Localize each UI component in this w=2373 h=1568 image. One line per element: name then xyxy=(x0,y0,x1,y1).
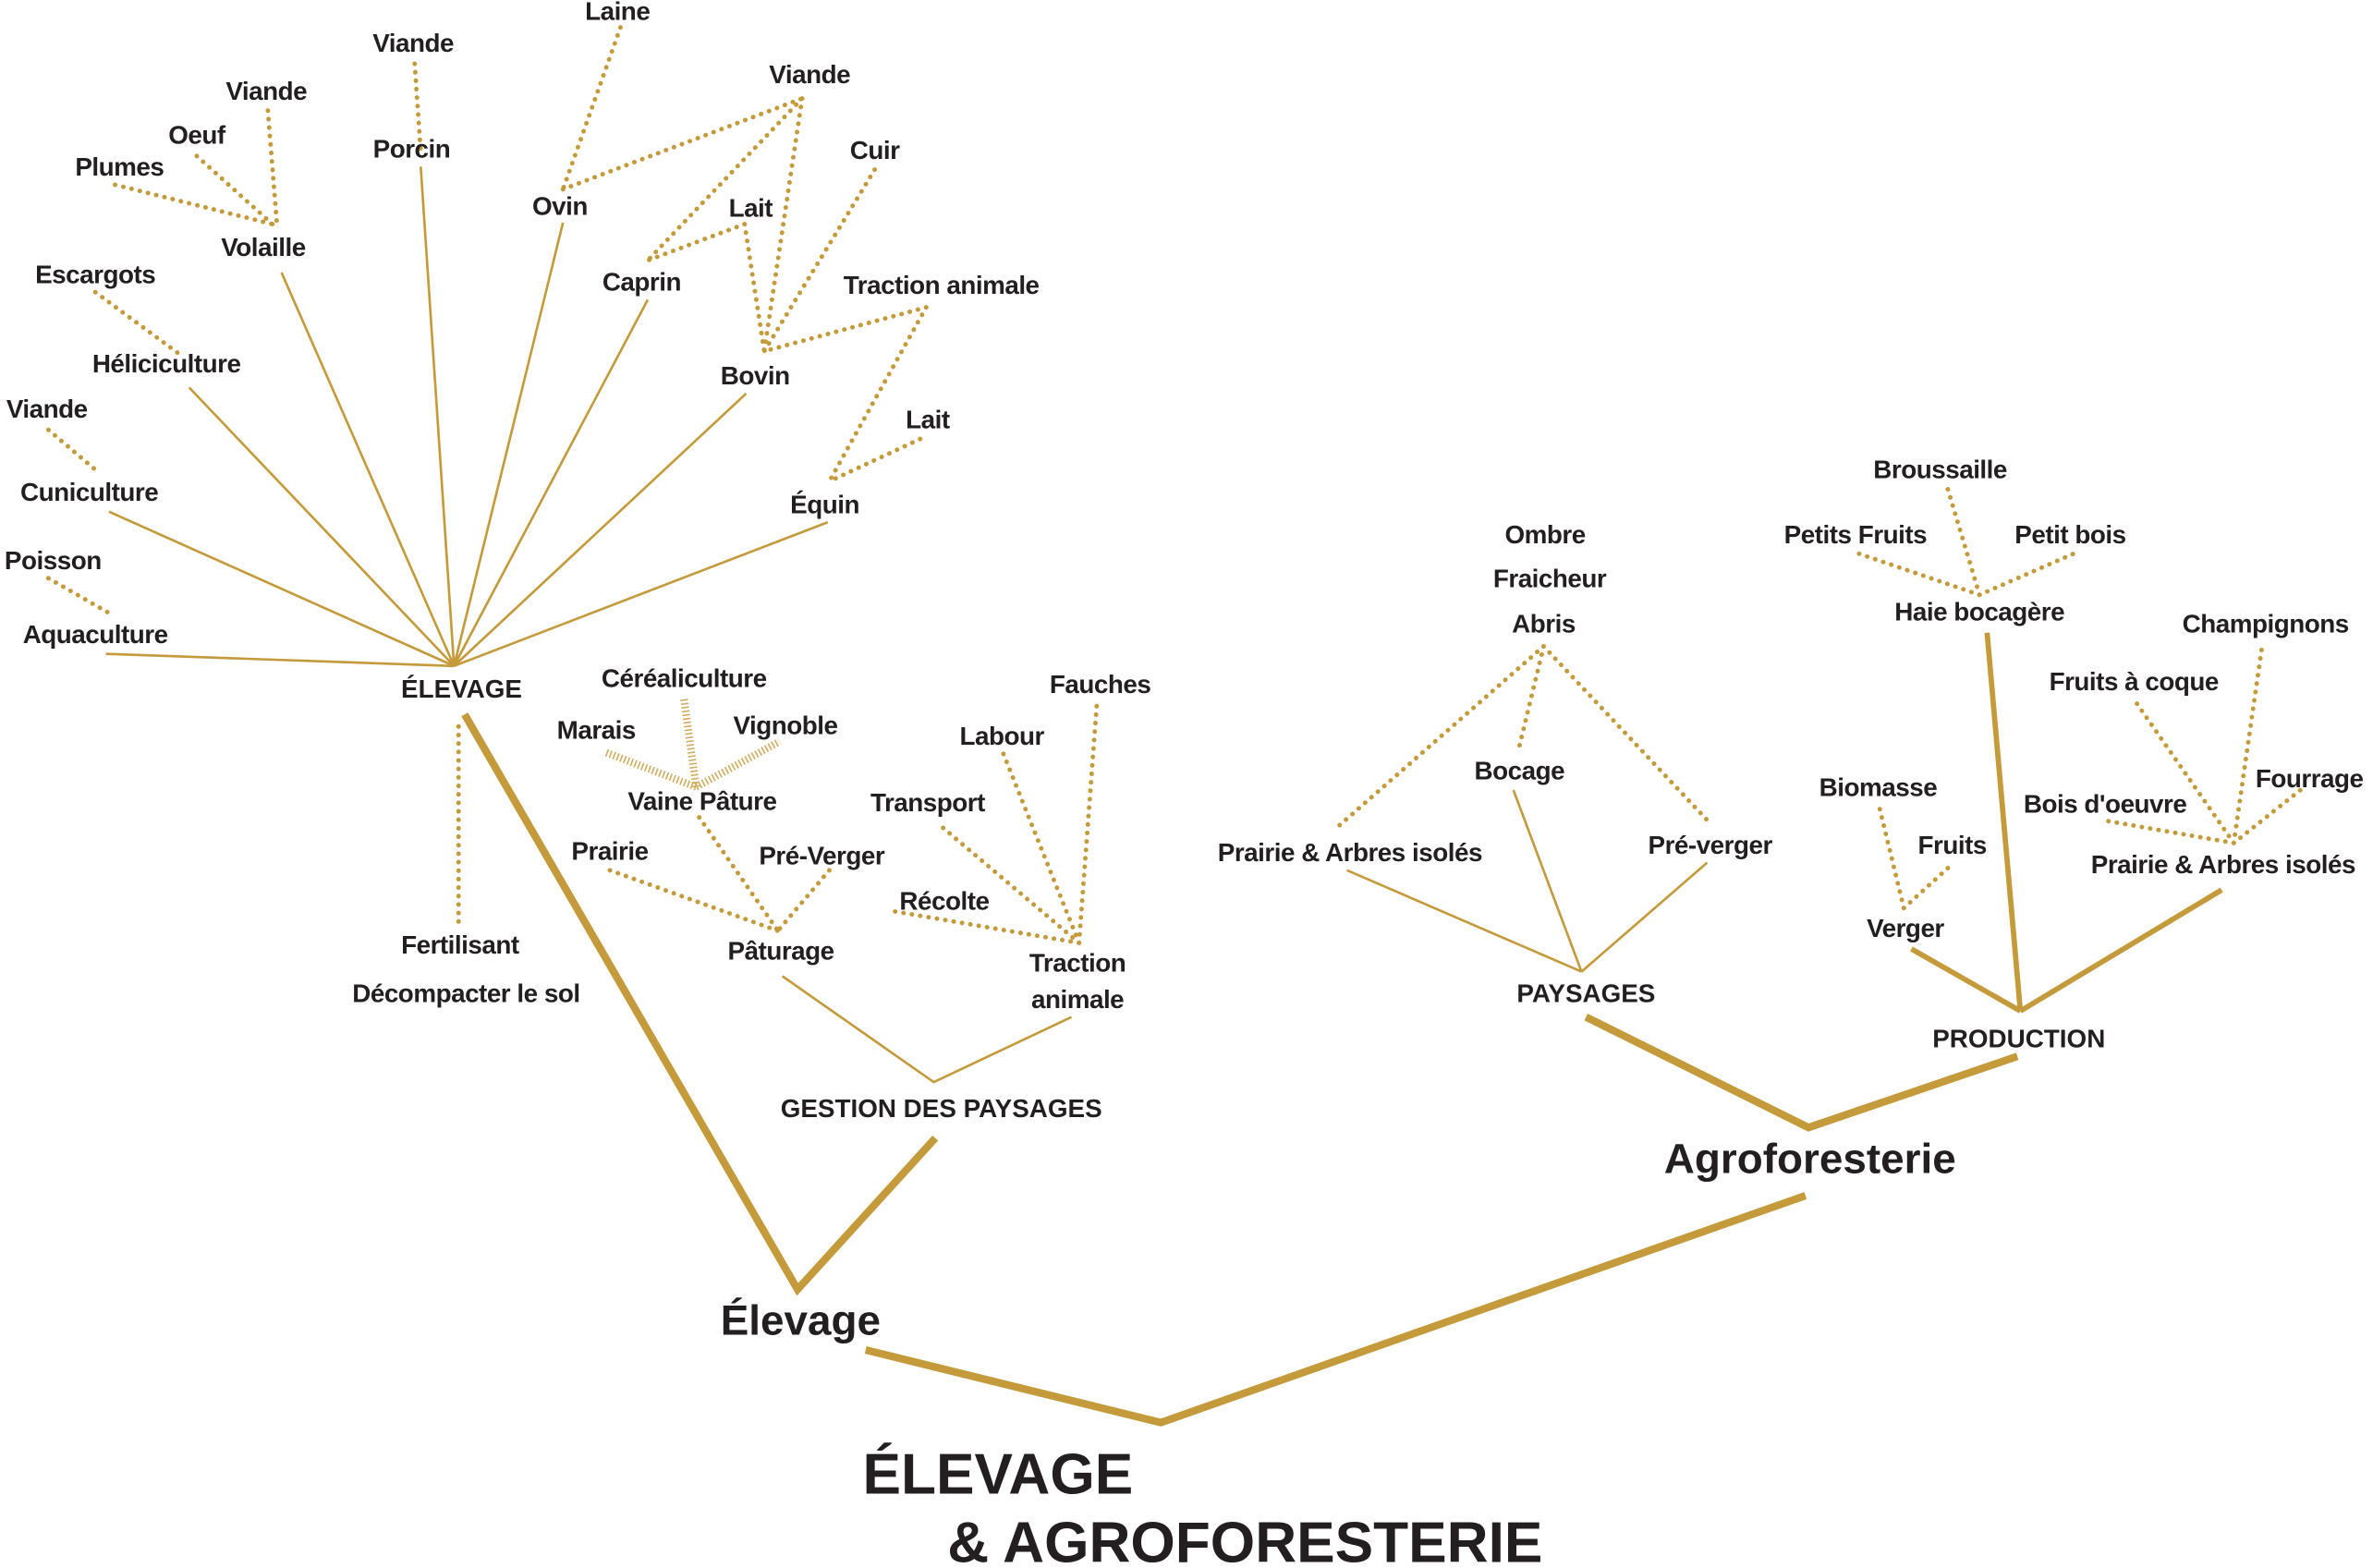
label-production-prairie: Prairie & Arbres isolés xyxy=(2091,850,2355,879)
label-oeuf: Oeuf xyxy=(168,121,226,150)
label-volaille: Volaille xyxy=(221,233,305,261)
label-prairie: Prairie xyxy=(571,836,648,865)
label-fourrage: Fourrage xyxy=(2256,764,2364,793)
elevage-dotted-lines xyxy=(45,25,929,929)
label-paysages-pre-verger: Pré-verger xyxy=(1649,831,1773,859)
branch-lines xyxy=(45,25,2303,1427)
gestion-lines xyxy=(603,697,1100,1084)
label-transport: Transport xyxy=(870,788,985,817)
label-laine: Laine xyxy=(585,0,650,25)
labels: ÉLEVAGE & AGROFORESTERIE Élevage Agrofor… xyxy=(5,0,2364,1568)
label-traction-2: animale xyxy=(1031,985,1124,1014)
label-petits-fruits: Petits Fruits xyxy=(1784,520,1927,549)
label-traction-1: Traction xyxy=(1029,949,1126,978)
label-poisson: Poisson xyxy=(5,546,102,575)
title-line1: ÉLEVAGE xyxy=(863,1442,1134,1507)
elevage-hub-label: ÉLEVAGE xyxy=(401,675,522,703)
label-cuir: Cuir xyxy=(850,136,900,164)
label-broussaille: Broussaille xyxy=(1873,456,2007,484)
label-vaine-pature: Vaine Pâture xyxy=(627,786,776,815)
label-cuniculture: Cuniculture xyxy=(20,478,158,506)
label-champignons: Champignons xyxy=(2183,610,2349,638)
label-biomasse: Biomasse xyxy=(1819,773,1938,802)
title-line2: & AGROFORESTERIE xyxy=(947,1511,1542,1568)
label-viande: Viande xyxy=(769,60,850,89)
label-traction: Traction animale xyxy=(844,271,1040,299)
label-vignoble: Vignoble xyxy=(733,711,837,739)
label-fauches: Fauches xyxy=(1050,670,1150,699)
label-equin: Équin xyxy=(790,490,859,518)
label-escargots: Escargots xyxy=(35,260,155,288)
label-porc-viande: Viande xyxy=(372,29,454,57)
label-bovin: Bovin xyxy=(721,361,790,390)
label-marais: Marais xyxy=(557,715,636,744)
label-paysages-prairie: Prairie & Arbres isolés xyxy=(1218,838,1482,867)
label-labour: Labour xyxy=(960,722,1045,750)
label-equin-lait: Lait xyxy=(906,406,950,434)
label-cerealiculture: Céréaliculture xyxy=(602,664,767,693)
label-abris: Abris xyxy=(1512,610,1576,638)
label-cuni-viande: Viande xyxy=(6,395,88,423)
label-haie: Haie bocagère xyxy=(1894,598,2064,626)
elevage-label: Élevage xyxy=(721,1296,881,1344)
label-lait: Lait xyxy=(729,193,773,222)
paysages-lines xyxy=(1333,644,1714,973)
label-plumes: Plumes xyxy=(75,152,164,181)
label-ombre: Ombre xyxy=(1505,520,1586,549)
paysages-label: PAYSAGES xyxy=(1516,978,1655,1007)
elevage-branch xyxy=(461,712,939,1296)
production-lines xyxy=(1853,486,2303,1014)
label-aquaculture: Aquaculture xyxy=(23,620,168,649)
agroforesterie-branch xyxy=(1584,1014,2019,1132)
label-heliciculture: Héliciculture xyxy=(92,349,241,378)
elevage-hub-lines xyxy=(105,166,829,668)
label-caprin: Caprin xyxy=(602,268,681,297)
label-fraicheur: Fraicheur xyxy=(1493,565,1607,593)
label-pre-verger: Pré-Verger xyxy=(759,841,885,869)
label-paturage: Pâturage xyxy=(728,936,834,965)
label-vol-viande: Viande xyxy=(225,77,307,105)
label-petit-bois: Petit bois xyxy=(2014,520,2125,549)
label-ovin: Ovin xyxy=(532,192,588,221)
label-fertilisant: Fertilisant xyxy=(401,930,519,959)
label-bocage: Bocage xyxy=(1475,757,1565,785)
label-verger: Verger xyxy=(1867,914,1944,942)
label-recolte: Récolte xyxy=(899,886,989,915)
label-porcin: Porcin xyxy=(373,134,451,163)
label-fruits-coque: Fruits à coque xyxy=(2050,667,2219,696)
label-decompacter: Décompacter le sol xyxy=(352,978,579,1007)
production-label: PRODUCTION xyxy=(1932,1024,2105,1052)
label-bois-oeuvre: Bois d'oeuvre xyxy=(2024,790,2187,819)
gestion-label: GESTION DES PAYSAGES xyxy=(781,1094,1102,1123)
agroforesterie-label: Agroforesterie xyxy=(1664,1134,1956,1182)
label-fruits: Fruits xyxy=(1918,831,1987,859)
trunk-branch xyxy=(864,1192,1807,1427)
